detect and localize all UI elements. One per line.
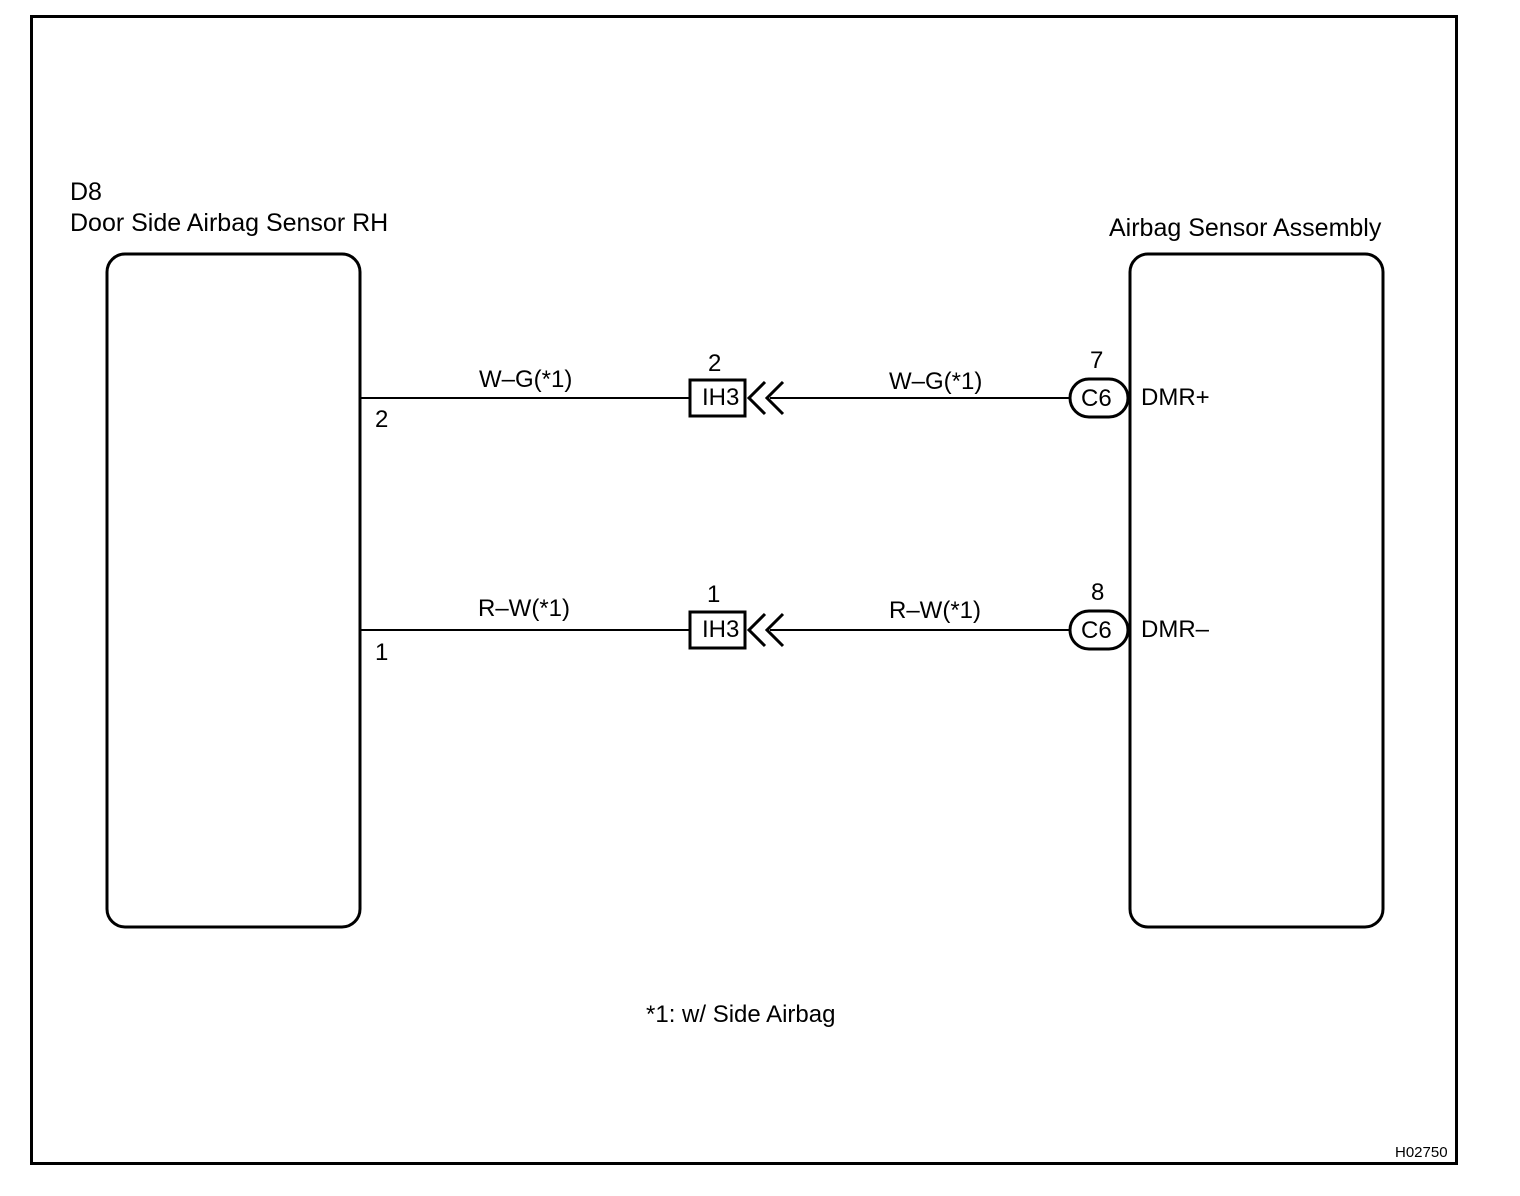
terminal-dmr-minus: DMR– [1141, 616, 1210, 643]
connector-pin-number: 7 [1090, 347, 1104, 374]
junction-pin-number: 2 [708, 350, 722, 377]
connector-pin-number: 8 [1091, 579, 1105, 606]
airbag-sensor-assembly-box [1128, 252, 1385, 929]
figure-code: H02750 [1395, 1144, 1448, 1161]
wire-color-label: W–G(*1) [889, 368, 983, 395]
connector-oval-bottom [1068, 609, 1130, 651]
right-component-name: Airbag Sensor Assembly [1109, 214, 1382, 242]
junction-connector-label: IH3 [702, 384, 740, 411]
junction-pin-number: 1 [707, 581, 721, 608]
terminal-dmr-plus: DMR+ [1141, 384, 1210, 411]
connector-label: C6 [1081, 617, 1112, 644]
junction-connector-top [688, 378, 747, 418]
wire-color-label: W–G(*1) [479, 366, 573, 393]
connector-label: C6 [1081, 385, 1112, 412]
left-component-name: Door Side Airbag Sensor RH [70, 209, 389, 237]
door-side-airbag-sensor-box [105, 252, 362, 929]
left-pin-bottom: 1 [375, 639, 389, 666]
left-component-code: D8 [70, 178, 102, 206]
left-pin-top: 2 [375, 406, 389, 433]
junction-connector-bottom [688, 610, 747, 650]
chevron-connector-icon [746, 380, 785, 416]
footnote: *1: w/ Side Airbag [646, 1001, 836, 1028]
diagram-frame [30, 15, 1458, 1165]
chevron-connector-icon [746, 612, 785, 648]
connector-oval-top [1068, 377, 1130, 419]
junction-connector-label: IH3 [702, 616, 740, 643]
wire-color-label: R–W(*1) [478, 595, 571, 622]
wire-color-label: R–W(*1) [889, 597, 982, 624]
